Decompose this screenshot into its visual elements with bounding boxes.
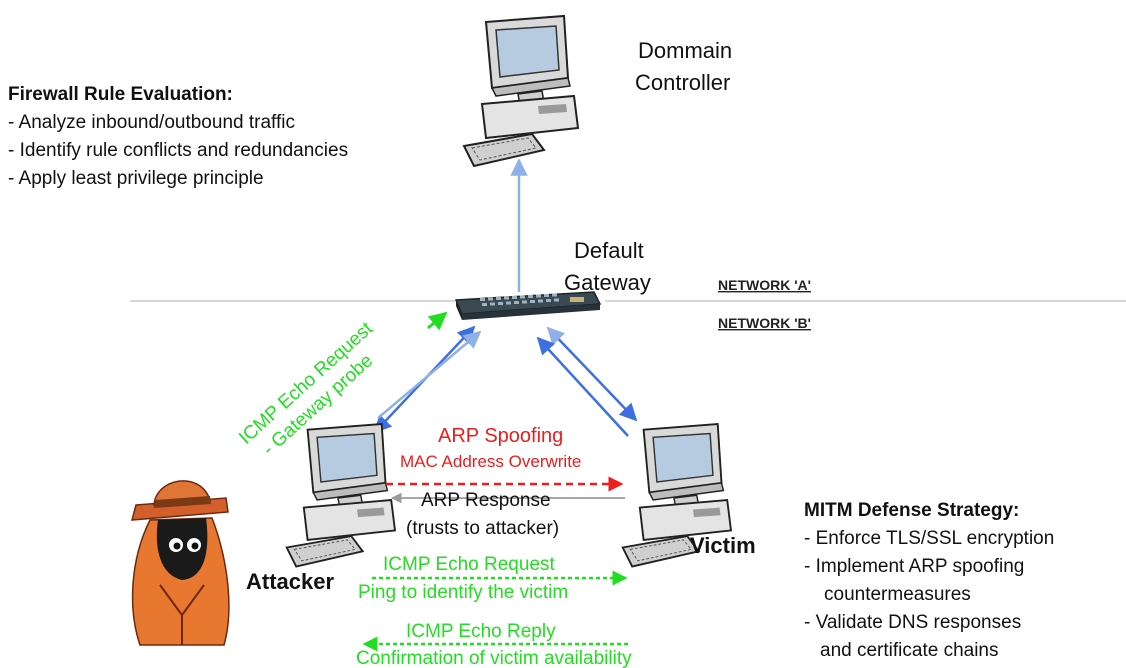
echo-request-label-1: ICMP Echo Request <box>383 554 556 575</box>
network-b-label: NETWORK 'B' <box>718 315 811 331</box>
gateway-label-1: Default <box>574 238 644 263</box>
domain-controller-label-1: Dommain <box>638 38 732 63</box>
network-switch-icon <box>454 291 602 320</box>
mitm-note-line-4: - Validate DNS responses <box>804 612 1021 633</box>
domain-controller-label-2: Controller <box>635 70 730 95</box>
mitm-note-line-3: countermeasures <box>824 584 971 605</box>
mitm-note-title: MITM Defense Strategy: <box>804 500 1019 521</box>
victim-to-gateway-arrow <box>536 336 629 437</box>
echo-reply-label-1: ICMP Echo Reply <box>406 621 556 642</box>
victim-label: Victim <box>690 533 756 558</box>
mitm-note-line-1: - Enforce TLS/SSL encryption <box>804 528 1054 549</box>
mitm-note-line-2: - Implement ARP spoofing <box>804 556 1024 577</box>
domain-controller-computer-icon <box>463 15 579 167</box>
gateway-to-victim-arrow <box>546 326 638 422</box>
echo-request-label-2: Ping to identify the victim <box>358 582 568 603</box>
gateway-probe-arrow <box>427 311 448 331</box>
arp-spoofing-label-1: ARP Spoofing <box>438 425 563 447</box>
firewall-note-title: Firewall Rule Evaluation: <box>8 84 233 105</box>
arp-response-label-2: (trusts to attacker) <box>406 518 559 539</box>
attacker-gateway-return-arrow <box>377 330 482 419</box>
firewall-note-line-2: - Identify rule conflicts and redundanci… <box>8 140 348 161</box>
arp-response-label-1: ARP Response <box>421 490 551 511</box>
spy-icon <box>131 480 230 646</box>
attacker-label: Attacker <box>246 569 334 594</box>
firewall-note-line-3: - Apply least privilege principle <box>8 168 264 189</box>
attacker-computer-icon <box>285 423 396 568</box>
arp-spoofing-label-2: MAC Address Overwrite <box>400 452 581 471</box>
network-a-label: NETWORK 'A' <box>718 277 811 293</box>
firewall-note-line-1: - Analyze inbound/outbound traffic <box>8 112 295 133</box>
echo-reply-label-2: Confirmation of victim availability <box>356 648 632 668</box>
mitm-note-line-5: and certificate chains <box>820 640 999 661</box>
gateway-label-2: Gateway <box>564 270 651 295</box>
